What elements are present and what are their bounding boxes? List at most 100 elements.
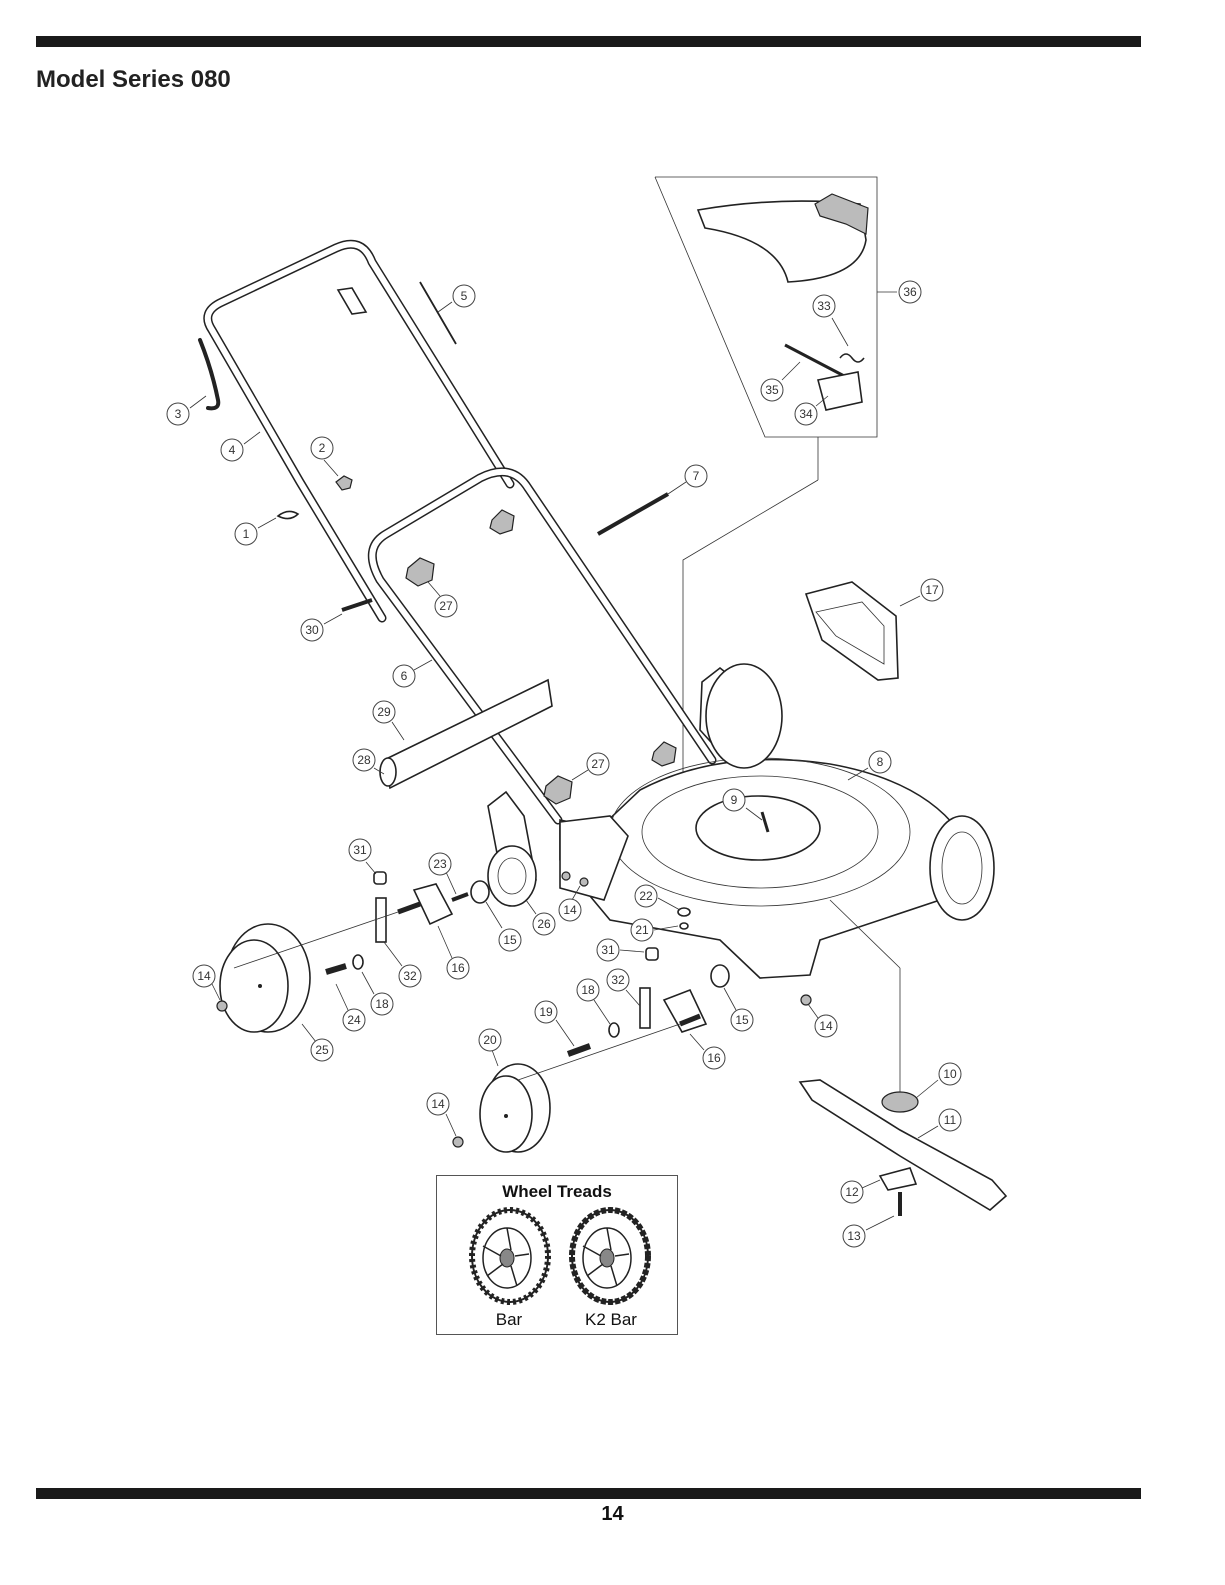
callout-24: 24	[336, 984, 365, 1031]
callout-20: 20	[479, 1029, 501, 1066]
blade-assembly	[800, 900, 1006, 1216]
svg-text:15: 15	[735, 1013, 749, 1027]
svg-text:5: 5	[461, 289, 468, 303]
callout-7: 7	[668, 465, 707, 494]
bar-tread-label: Bar	[459, 1310, 559, 1330]
svg-text:1: 1	[243, 527, 250, 541]
spring-lever-right	[640, 988, 650, 1028]
bottom-rule	[36, 1488, 1141, 1499]
svg-text:30: 30	[305, 623, 319, 637]
callout-30: 30	[301, 614, 342, 641]
callout-12: 12	[841, 1180, 880, 1203]
svg-text:11: 11	[944, 1113, 957, 1127]
handle-bolt	[342, 600, 372, 610]
callout-14c: 14	[808, 1004, 837, 1037]
svg-text:7: 7	[693, 469, 700, 483]
svg-text:32: 32	[611, 973, 625, 987]
callout-26: 26	[526, 900, 555, 935]
callout-32b: 32	[607, 969, 640, 1006]
svg-text:16: 16	[707, 1051, 721, 1065]
wheel-treads-title: Wheel Treads	[437, 1182, 677, 1202]
callout-15a: 15	[486, 902, 521, 951]
svg-text:20: 20	[483, 1033, 497, 1047]
svg-text:18: 18	[375, 997, 389, 1011]
svg-text:14: 14	[819, 1019, 833, 1033]
callout-13: 13	[843, 1216, 894, 1247]
bar-tread-wheel-icon	[465, 1206, 555, 1306]
svg-text:3: 3	[175, 407, 182, 421]
svg-text:8: 8	[877, 755, 884, 769]
handle-knob-upper	[406, 558, 434, 586]
callout-29: 29	[373, 701, 404, 740]
callout-25: 25	[302, 1024, 333, 1061]
callout-33: 33	[813, 295, 848, 346]
svg-text:15: 15	[503, 933, 517, 947]
svg-text:28: 28	[357, 753, 371, 767]
callout-18a: 18	[362, 972, 393, 1015]
callout-27a: 27	[428, 582, 457, 617]
callout-19: 19	[535, 1001, 574, 1046]
callout-27b: 27	[572, 753, 609, 780]
callout-31b: 31	[597, 939, 644, 961]
handle-knob-upper-right	[490, 510, 514, 534]
svg-text:26: 26	[537, 917, 551, 931]
svg-text:25: 25	[315, 1043, 329, 1057]
wheel-treads-panel: Wheel Treads Bar K2 Bar	[436, 1175, 678, 1335]
callout-36: 36	[899, 281, 921, 303]
discharge-chute	[806, 582, 898, 680]
handle-knob-lower-right	[652, 742, 676, 766]
callout-14d: 14	[427, 1093, 456, 1136]
svg-text:18: 18	[581, 983, 595, 997]
callout-18b: 18	[577, 979, 610, 1024]
svg-text:31: 31	[353, 843, 367, 857]
svg-text:14: 14	[431, 1097, 445, 1111]
svg-text:14: 14	[197, 969, 211, 983]
callout-34: 34	[795, 396, 828, 425]
svg-text:27: 27	[591, 757, 605, 771]
hex-nut	[453, 1137, 463, 1147]
svg-text:22: 22	[639, 889, 653, 903]
k2-bar-tread-label: K2 Bar	[561, 1310, 661, 1330]
callout-10: 10	[916, 1063, 961, 1098]
svg-text:33: 33	[817, 299, 831, 313]
door-hardware	[785, 345, 864, 410]
callout-35: 35	[761, 362, 800, 401]
callout-11: 11	[918, 1109, 961, 1138]
pivot-rod	[598, 494, 668, 534]
callout-16b: 16	[690, 1034, 725, 1069]
svg-text:4: 4	[229, 443, 236, 457]
svg-text:24: 24	[347, 1013, 361, 1027]
svg-text:14: 14	[563, 903, 577, 917]
page-number: 14	[0, 1503, 1225, 1526]
svg-text:21: 21	[635, 923, 649, 937]
callout-14a: 14	[193, 965, 220, 1000]
front-wheel-left	[220, 924, 310, 1032]
k2-bar-tread-wheel-icon	[565, 1206, 655, 1306]
svg-text:13: 13	[847, 1229, 861, 1243]
control-cable	[420, 282, 456, 344]
callout-17: 17	[900, 579, 943, 606]
svg-text:6: 6	[401, 669, 408, 683]
svg-text:19: 19	[539, 1005, 553, 1019]
callout-5: 5	[438, 285, 475, 312]
rear-door-part	[698, 194, 868, 282]
callout-32a: 32	[384, 942, 421, 987]
spring-lever-left	[376, 898, 386, 942]
svg-text:27: 27	[439, 599, 453, 613]
svg-text:16: 16	[451, 961, 465, 975]
svg-text:34: 34	[799, 407, 813, 421]
svg-text:23: 23	[433, 857, 447, 871]
svg-text:36: 36	[903, 285, 917, 299]
svg-text:29: 29	[377, 705, 391, 719]
callout-4: 4	[221, 432, 260, 461]
height-adjuster-plate	[488, 846, 536, 906]
svg-text:2: 2	[319, 441, 326, 455]
axle-bracket-right	[664, 990, 706, 1032]
svg-text:17: 17	[925, 583, 939, 597]
svg-text:35: 35	[765, 383, 779, 397]
hex-nut	[217, 1001, 227, 1011]
callout-6: 6	[393, 660, 432, 687]
callout-1: 1	[235, 518, 276, 545]
front-wheel-right	[480, 1064, 550, 1152]
